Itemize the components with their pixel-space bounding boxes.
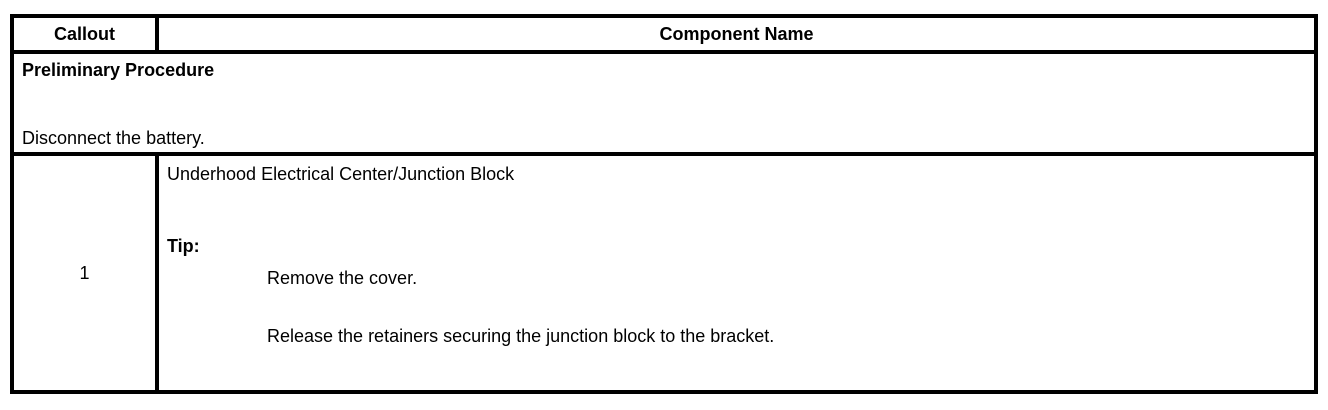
table-row: 1 Underhood Electrical Center/Junction B… [14,156,1314,390]
table-header-row: Callout Component Name [14,18,1314,54]
component-name-column-header: Component Name [659,23,814,44]
callout-column-header: Callout [14,18,159,50]
preliminary-procedure-instruction: Disconnect the battery. [22,128,205,148]
tip-step: Release the retainers securing the junct… [267,326,775,346]
callout-number: 1 [14,156,159,390]
component-cell: Underhood Electrical Center/Junction Blo… [159,156,1314,390]
tip-label: Tip: [167,236,200,256]
tip-step: Remove the cover. [267,268,418,288]
preliminary-procedure-row: Preliminary Procedure Disconnect the bat… [14,54,1314,156]
component-name: Underhood Electrical Center/Junction Blo… [167,164,515,184]
preliminary-procedure-title: Preliminary Procedure [22,60,215,80]
component-table: Callout Component Name Preliminary Proce… [10,14,1318,394]
